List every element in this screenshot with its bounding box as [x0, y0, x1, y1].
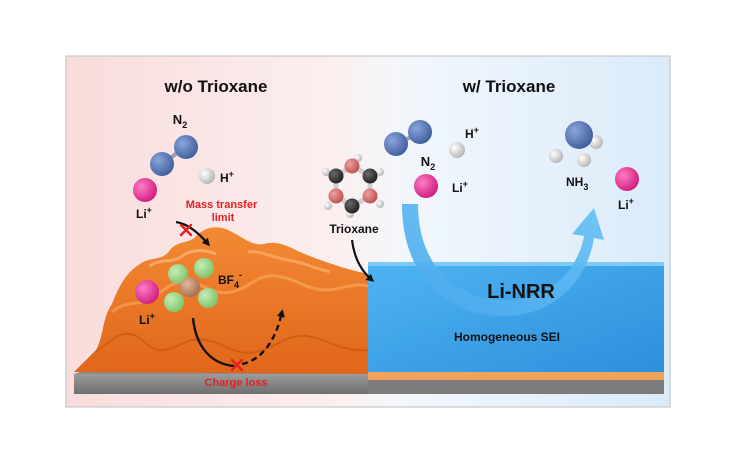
- n2-molecule-right: [384, 120, 432, 156]
- charge-loss-path-solid: [191, 317, 235, 368]
- li-ion-surface: [135, 280, 159, 304]
- mass-transfer-label: Mass transfer limit: [186, 199, 261, 224]
- right-panel-title: w/ Trioxane: [462, 77, 556, 96]
- left-panel-title: w/o Trioxane: [164, 77, 268, 96]
- h-plus-label-left: H+: [220, 169, 234, 185]
- mass-transfer-arrow: [175, 220, 210, 247]
- li-nrr-cycle-arrow: [402, 204, 604, 316]
- li-ion-left-top: [133, 178, 157, 202]
- li-ion-right: [615, 167, 639, 191]
- n2-label-right: N2: [421, 154, 435, 172]
- h-plus-label-right: H+: [465, 125, 479, 141]
- trioxane-label: Trioxane: [329, 222, 379, 236]
- li-label-right-mid: Li+: [452, 179, 468, 195]
- proton-left: [199, 168, 215, 184]
- bf4-label: BF4-: [218, 270, 242, 290]
- li-ion-right-mid: [414, 174, 438, 198]
- nh3-label: NH3: [566, 175, 588, 192]
- n2-label-left: N2: [173, 112, 187, 130]
- sei-layer: [368, 262, 664, 380]
- li-label-left-top: Li+: [136, 205, 152, 221]
- rough-deposit: [74, 227, 369, 374]
- trioxane-molecule: [322, 154, 384, 218]
- trioxane-arrow: [350, 239, 375, 282]
- bf4-anion: [164, 258, 218, 312]
- n2-molecule-left: [150, 135, 198, 176]
- proton-right: [449, 142, 465, 158]
- charge-loss-label: Charge loss: [205, 377, 268, 389]
- nh3-molecule: [549, 121, 603, 167]
- mass-transfer-cross-icon: [179, 223, 193, 237]
- li-label-right: Li+: [618, 196, 634, 212]
- charge-loss-path-dashed: [241, 309, 285, 366]
- charge-loss-cross-icon: [230, 358, 244, 372]
- li-label-surface: Li+: [139, 311, 155, 327]
- li-nrr-label: Li-NRR: [487, 281, 555, 303]
- sei-label: Homogeneous SEI: [454, 330, 560, 344]
